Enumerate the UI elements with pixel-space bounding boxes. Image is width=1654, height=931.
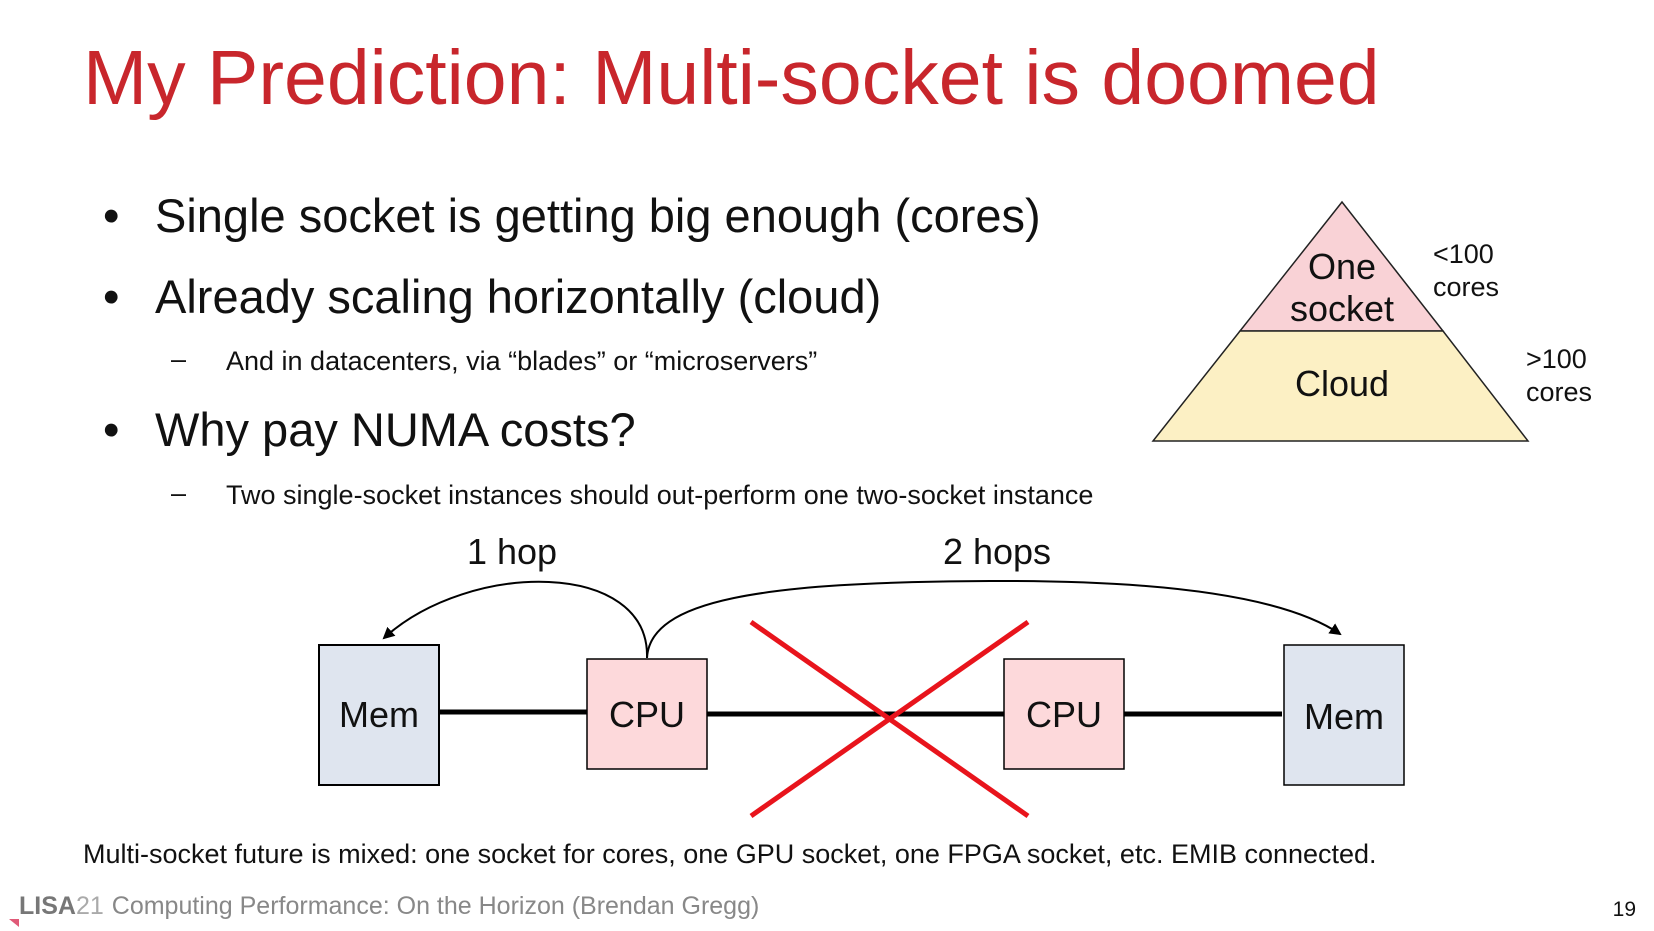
memory-box-right xyxy=(1283,644,1405,786)
bullet-text: Already scaling horizontally (cloud) xyxy=(155,270,882,323)
cross-out-line-2 xyxy=(749,619,1030,819)
pyramid-bottom-note-line1: >100 xyxy=(1526,344,1587,374)
cpu-label-right: CPU xyxy=(1026,694,1102,735)
pyramid-bottom-note-line2: cores xyxy=(1526,377,1592,407)
slide-footnote: Multi-socket future is mixed: one socket… xyxy=(83,839,1377,869)
socket-pyramid: One socket Cloud <100 cores >100 cores xyxy=(1151,200,1592,442)
numa-diagram: Mem CPU CPU Mem 1 hop 2 hops xyxy=(318,531,1405,819)
hop2-arrow xyxy=(646,579,1342,659)
bullet-single-socket: • Single socket is getting big enough (c… xyxy=(103,189,1041,242)
subbullet-text: Two single-socket instances should out-p… xyxy=(226,480,1094,510)
subbullet-marker: – xyxy=(171,478,187,508)
footer-text: Computing Performance: On the Horizon (B… xyxy=(111,892,760,920)
pyramid-bottom-label: Cloud xyxy=(1295,363,1389,404)
bullet-scaling-horizontally: • Already scaling horizontally (cloud) xyxy=(103,270,882,323)
bullet-numa-costs: • Why pay NUMA costs? xyxy=(103,403,636,456)
bullet-text: Single socket is getting big enough (cor… xyxy=(155,189,1041,242)
memory-box-left xyxy=(318,644,440,786)
footer-brand: LISA xyxy=(19,892,76,920)
cpu-box-left xyxy=(586,658,708,770)
corner-mark-icon xyxy=(9,919,19,927)
bullet-text: Why pay NUMA costs? xyxy=(155,403,636,456)
pyramid-top-label-line1: One xyxy=(1308,246,1376,287)
memory-label-right: Mem xyxy=(1304,696,1384,737)
hop1-arrow xyxy=(382,580,649,659)
pyramid-top-note-line1: <100 xyxy=(1433,239,1494,269)
subbullet-text: And in datacenters, via “blades” or “mic… xyxy=(226,346,818,376)
subbullet-two-instances: – Two single-socket instances should out… xyxy=(171,478,1094,511)
subbullet-marker: – xyxy=(171,344,187,374)
cpu-box-right xyxy=(1003,658,1125,770)
cpu-label-left: CPU xyxy=(609,694,685,735)
subbullet-datacenters: – And in datacenters, via “blades” or “m… xyxy=(171,344,818,377)
page-number: 19 xyxy=(1612,898,1636,921)
pyramid-bottom-cloud xyxy=(1151,330,1530,442)
bullet-marker: • xyxy=(103,189,120,242)
pyramid-top-label-line2: socket xyxy=(1290,288,1394,329)
slide-title: My Prediction: Multi-socket is doomed xyxy=(83,35,1380,121)
bullet-marker: • xyxy=(103,403,120,456)
pyramid-top-note-line2: cores xyxy=(1433,272,1499,302)
memory-label-left: Mem xyxy=(339,694,419,735)
bullet-marker: • xyxy=(103,270,120,323)
hop1-label: 1 hop xyxy=(467,531,557,572)
hop2-label: 2 hops xyxy=(943,531,1051,572)
footer-year: 21 xyxy=(75,892,104,920)
